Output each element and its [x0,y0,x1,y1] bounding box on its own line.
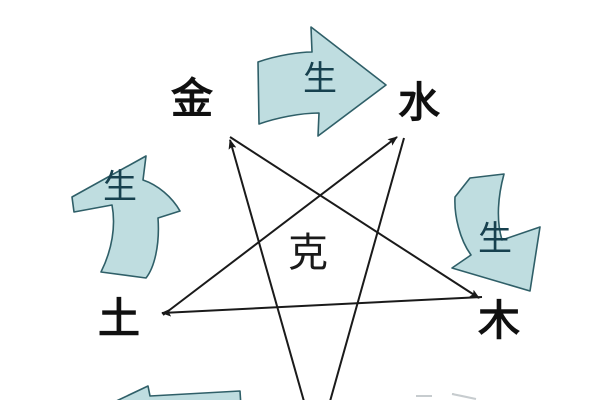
generating-arrow-left[interactable] [71,155,181,279]
generating-arrow-group [71,26,541,400]
generating-arrow-top[interactable] [257,26,387,137]
restraining-line-group [161,136,483,400]
element-label-earth: 土 [98,294,141,343]
restraining-line-fire-to-metal [228,139,305,400]
element-label-wood: 木 [478,296,521,345]
element-label-water: 水 [398,78,441,127]
restraining-line-earth-to-water [162,136,398,316]
center-label-restraining: 克 [288,230,328,276]
restraining-line-metal-to-wood [229,136,480,299]
generating-arrow-label-left: 生 [103,167,137,207]
element-label-metal: 金 [171,74,214,123]
clipped-mark-bottom-right [416,393,477,400]
generating-arrow-label-top: 生 [303,59,337,99]
restraining-line-wood-to-earth [161,296,483,317]
restraining-line-water-to-fire [329,137,405,400]
generating-arrow-bottom-clipped[interactable] [110,385,242,400]
generating-arrow-label-right: 生 [478,219,512,259]
generating-arrow-right[interactable] [451,173,541,292]
